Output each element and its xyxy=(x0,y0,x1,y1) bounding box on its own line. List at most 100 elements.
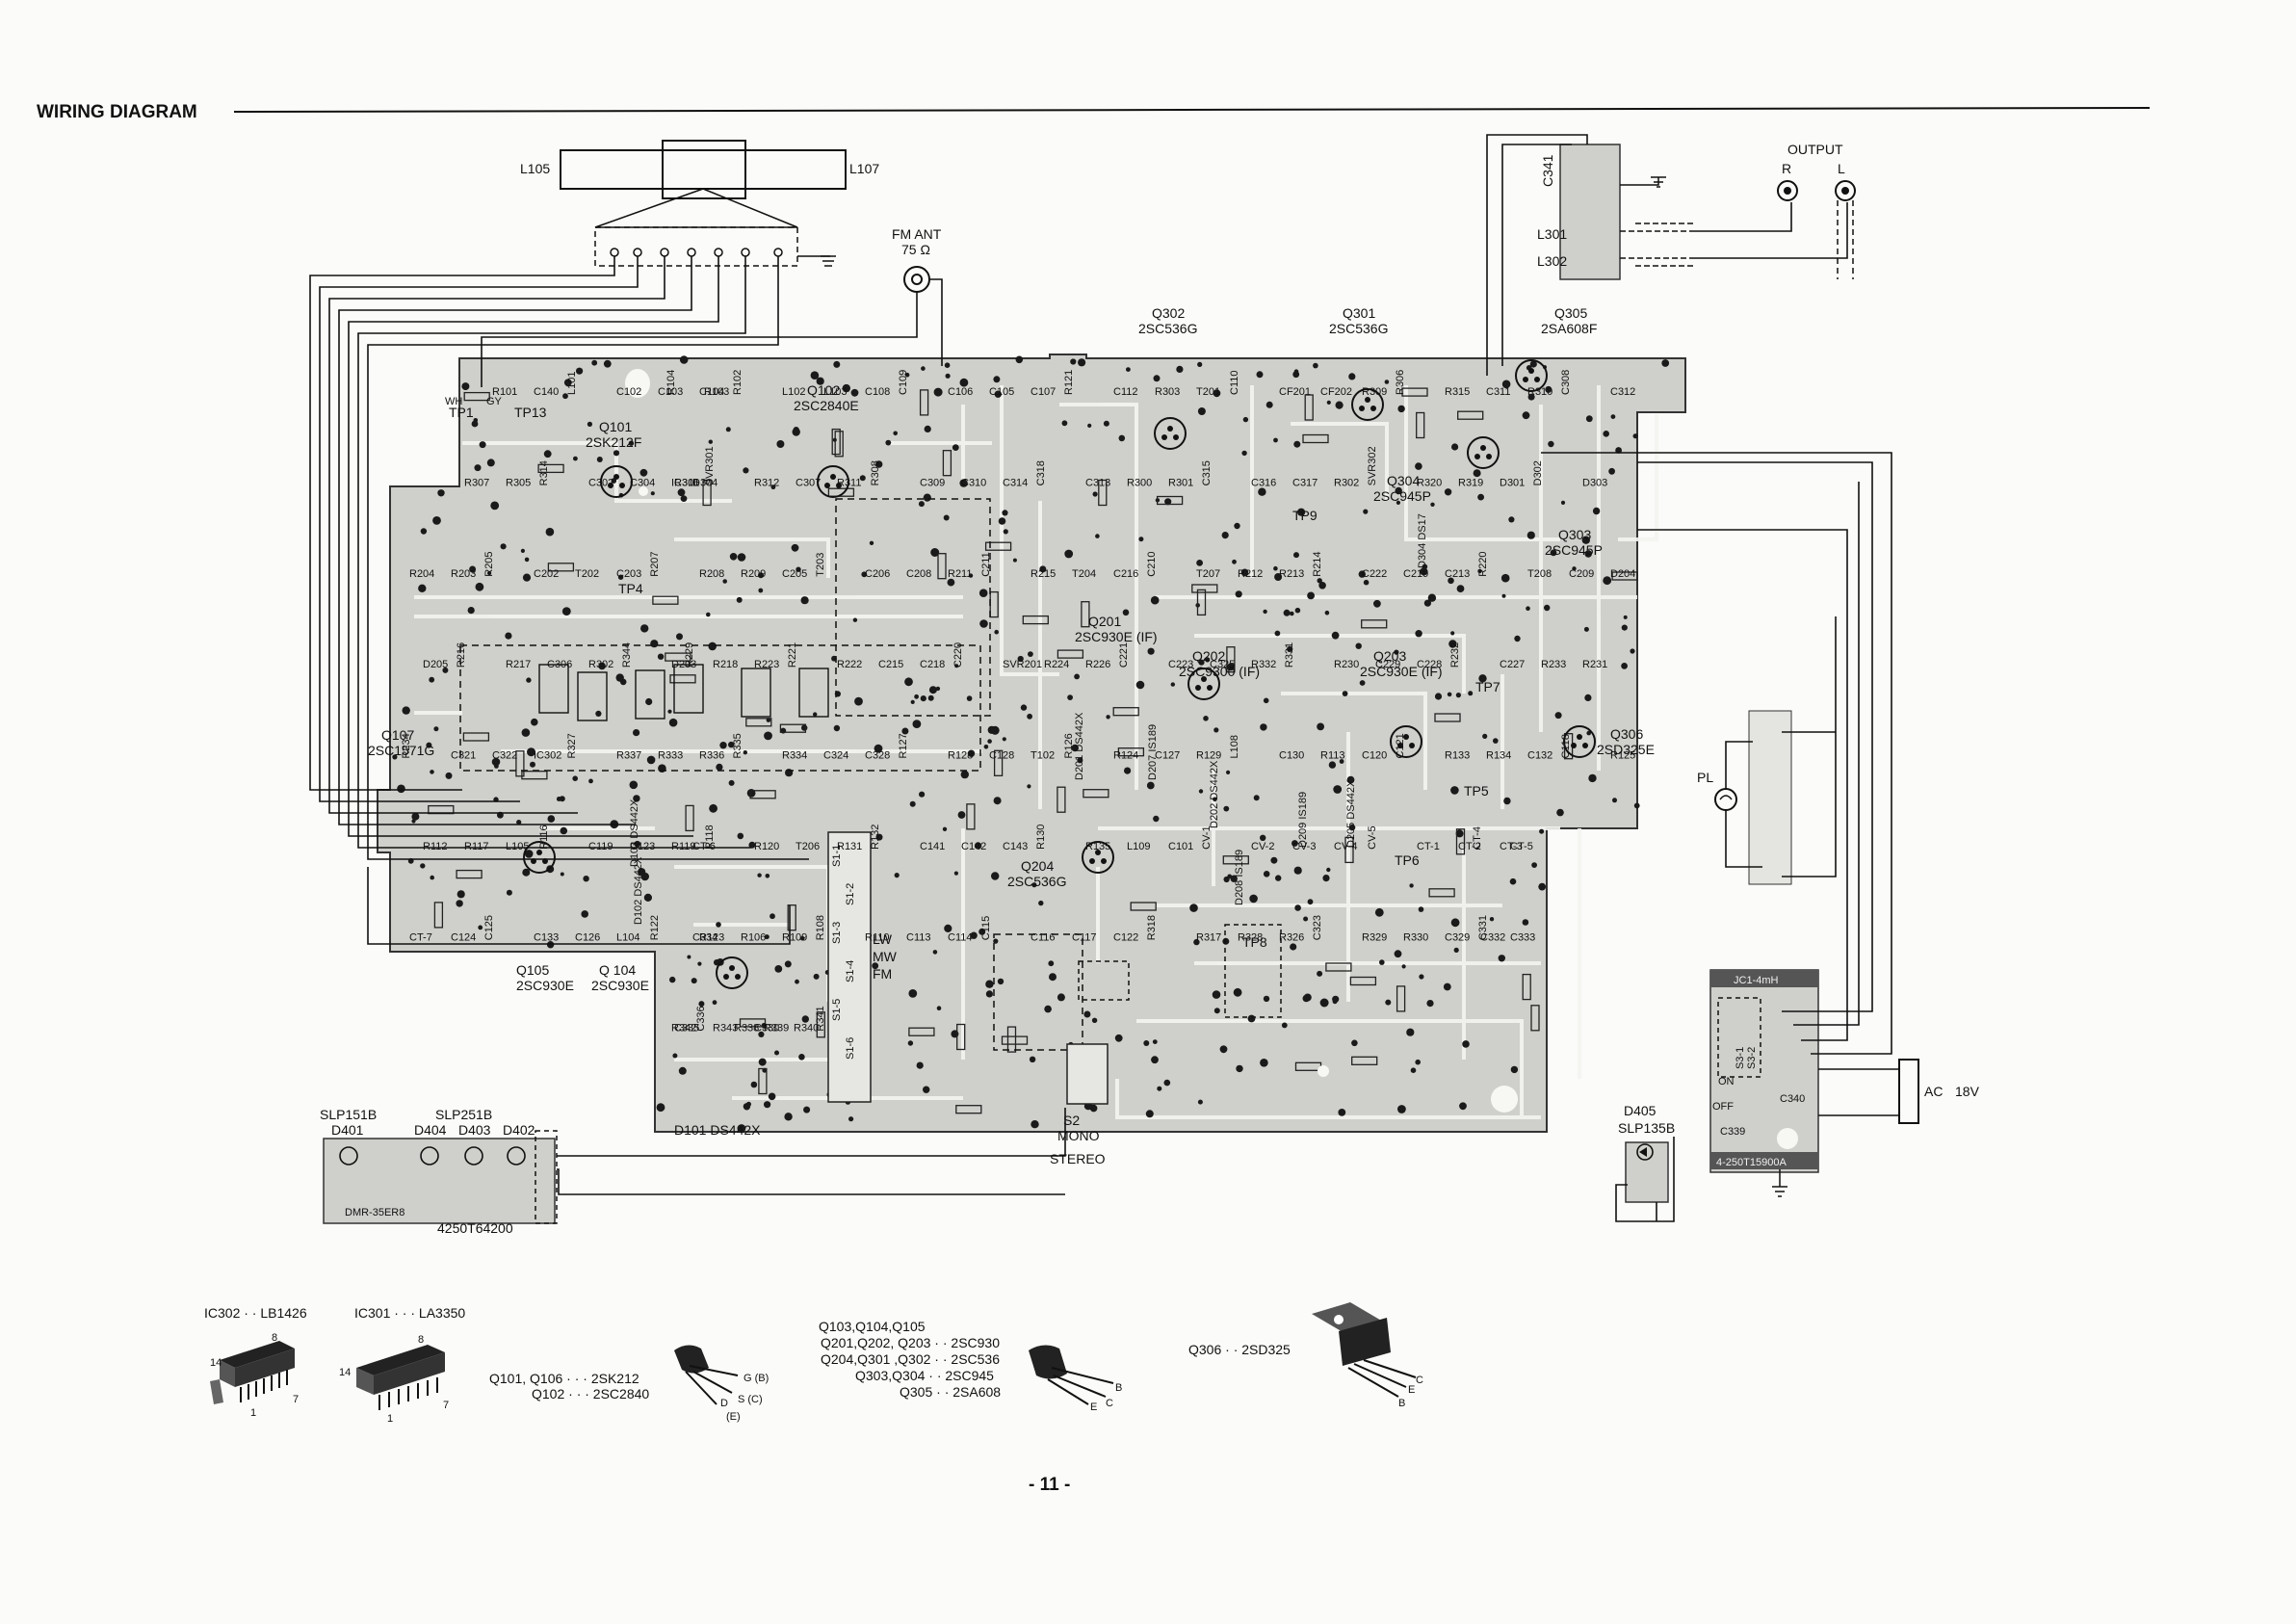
solder-pad xyxy=(765,874,770,878)
q104-label: Q 104 xyxy=(599,962,636,978)
solder-pad xyxy=(628,440,635,446)
component-label: C313 xyxy=(1085,477,1110,488)
component-label: CT-4 xyxy=(1472,826,1483,850)
component-label: R316 xyxy=(674,477,699,488)
component-label: R329 xyxy=(1362,931,1387,943)
component-label: Q302 xyxy=(1152,305,1185,321)
component-label: 2SC536G xyxy=(1138,321,1197,336)
solder-pad xyxy=(932,950,938,955)
solder-pad xyxy=(1324,610,1330,616)
solder-pad xyxy=(994,390,1003,398)
component-outline xyxy=(1455,828,1466,855)
tp-label: TP8 xyxy=(1242,934,1267,950)
solder-pad xyxy=(1514,635,1521,642)
solder-pad xyxy=(923,1086,930,1093)
solder-pad xyxy=(909,800,916,807)
led-board-outline xyxy=(323,1138,556,1224)
component-outline xyxy=(1156,495,1184,506)
component-label: C221 xyxy=(1118,642,1130,668)
pcb-trace xyxy=(1291,422,1389,501)
output-l-jack xyxy=(1835,180,1856,201)
solder-pad xyxy=(573,456,578,461)
component-label: Q305 xyxy=(1554,305,1587,321)
component-label: L104 xyxy=(616,931,639,943)
component-label: C206 xyxy=(865,568,890,580)
solder-pad xyxy=(1274,630,1281,637)
solder-pad xyxy=(920,695,926,702)
solder-pad xyxy=(1274,573,1283,581)
component-label: R221 xyxy=(787,642,798,668)
component-label: R128 xyxy=(948,750,973,762)
component-outline xyxy=(1112,707,1139,717)
solder-pad xyxy=(656,1103,665,1113)
solder-pad xyxy=(1326,400,1331,405)
component-label: CF201 xyxy=(1279,386,1311,398)
component-outline xyxy=(433,902,444,929)
component-label: R212 xyxy=(1238,568,1263,580)
component-outline xyxy=(827,487,855,497)
solder-pad xyxy=(1263,995,1270,1003)
solder-pad xyxy=(1333,785,1343,794)
solder-pad xyxy=(457,890,465,899)
solder-pad xyxy=(758,1058,767,1066)
solder-pad xyxy=(1544,604,1551,612)
solder-pad xyxy=(1027,713,1032,720)
component-label: R131 xyxy=(837,841,862,852)
antenna-terminal xyxy=(741,248,750,257)
component-label: C317 xyxy=(1292,477,1318,488)
solder-pad xyxy=(968,573,974,578)
component-label: Q306 xyxy=(1610,726,1643,742)
pcb-trace xyxy=(462,441,732,503)
mount-hole xyxy=(625,369,650,398)
switch-label: S3-2 xyxy=(1746,1047,1758,1069)
solder-pad xyxy=(1608,467,1615,475)
component-outline xyxy=(1302,433,1329,444)
solder-pad xyxy=(1061,420,1068,427)
l302-label: L302 xyxy=(1537,253,1567,269)
solder-pad xyxy=(1444,488,1452,496)
output-r-jack xyxy=(1777,180,1798,201)
solder-pad xyxy=(1572,566,1577,571)
solder-pad xyxy=(798,1054,805,1061)
power-tr-legend: Q306 · · 2SD325 xyxy=(1188,1342,1291,1357)
solder-pad xyxy=(1163,1079,1171,1087)
component-outline xyxy=(1006,1026,1017,1053)
component-label: C211 xyxy=(980,552,992,576)
solder-pad xyxy=(1147,647,1155,655)
component-label: C308 xyxy=(1560,370,1572,395)
transistor-legend-line: Q201,Q202, Q203 · · 2SC930 xyxy=(821,1335,1000,1350)
component-label: C321 xyxy=(451,750,476,762)
component-label: C330 xyxy=(754,1023,779,1035)
solder-pad xyxy=(596,457,603,462)
component-label: CT-6 xyxy=(692,841,716,852)
coil-right-label: L107 xyxy=(849,161,879,176)
solder-pad xyxy=(633,729,640,737)
ic301-outline xyxy=(1224,924,1282,1018)
solder-pad xyxy=(1473,469,1481,478)
solder-pad xyxy=(861,571,868,578)
component-label: C108 xyxy=(865,386,890,398)
solder-pad xyxy=(1048,960,1055,967)
solder-pad xyxy=(770,485,776,490)
component-outline xyxy=(456,869,483,879)
solder-pad xyxy=(1273,565,1278,571)
solder-pad xyxy=(418,584,427,592)
ic302-outline xyxy=(1078,960,1130,1001)
component-label: Q303 xyxy=(1558,527,1591,542)
solder-pad xyxy=(1419,974,1424,980)
c340-label: C340 xyxy=(1780,1093,1805,1105)
component-label: C115 xyxy=(980,916,992,940)
component-label: 2SC945P xyxy=(1545,542,1603,558)
solder-pad xyxy=(475,582,484,591)
solder-pad xyxy=(960,770,969,779)
solder-pad xyxy=(901,727,909,735)
solder-pad xyxy=(1545,385,1552,393)
board-code: 4250T64200 xyxy=(437,1220,513,1236)
pin-label: 8 xyxy=(272,1332,277,1344)
solder-pad xyxy=(927,694,934,701)
solder-pad xyxy=(1230,875,1238,882)
component-label: S1-6 xyxy=(845,1037,856,1060)
component-label: C315 xyxy=(1201,460,1213,485)
solder-pad xyxy=(1409,883,1414,888)
solder-pad xyxy=(1358,570,1367,578)
